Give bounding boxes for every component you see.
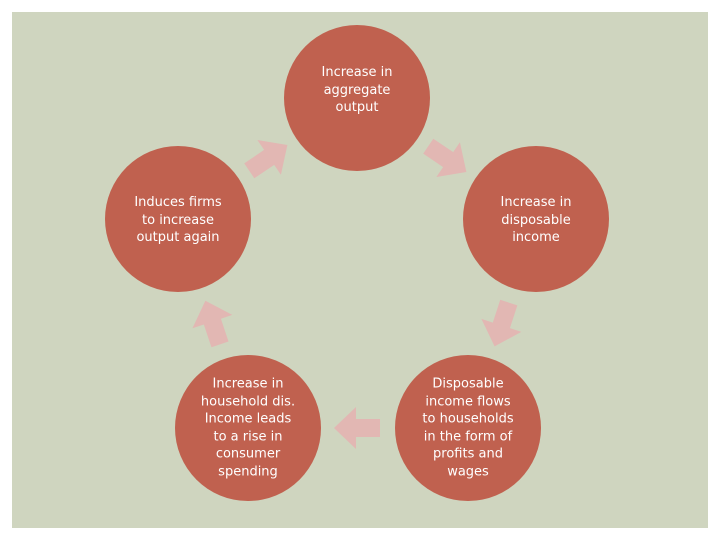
node-circle-increase-disposable-income [463,146,609,292]
node-label-increase-aggregate-output: Increase in aggregate output [321,64,393,115]
cycle-diagram [105,25,609,501]
node-circle-induces-firms [105,146,251,292]
node-label-increase-household-dis-income: Increase in household dis. Income leads … [200,376,296,480]
arrow-increase-aggregate-output-to-increase-disposable-income [423,138,467,178]
arrow-increase-disposable-income-to-disposable-income-flows [481,299,522,347]
slide-background: Increase in aggregate output Increase in… [12,12,708,528]
node-circle-increase-household-dis-income [175,355,321,501]
node-label-induces-firms: Induces firms to increase output again [134,194,222,245]
arrow-induces-firms-to-increase-aggregate-output [244,139,288,179]
node-circle-increase-aggregate-output [284,25,430,171]
arrow-increase-household-dis-income-to-induces-firms [192,300,233,348]
node-label-increase-disposable-income: Increase in disposable income [500,194,572,245]
arrow-disposable-income-flows-to-increase-household-dis-income [334,407,380,449]
node-label-disposable-income-flows: Disposable income flows to households in… [422,376,514,480]
node-circle-disposable-income-flows [395,355,541,501]
